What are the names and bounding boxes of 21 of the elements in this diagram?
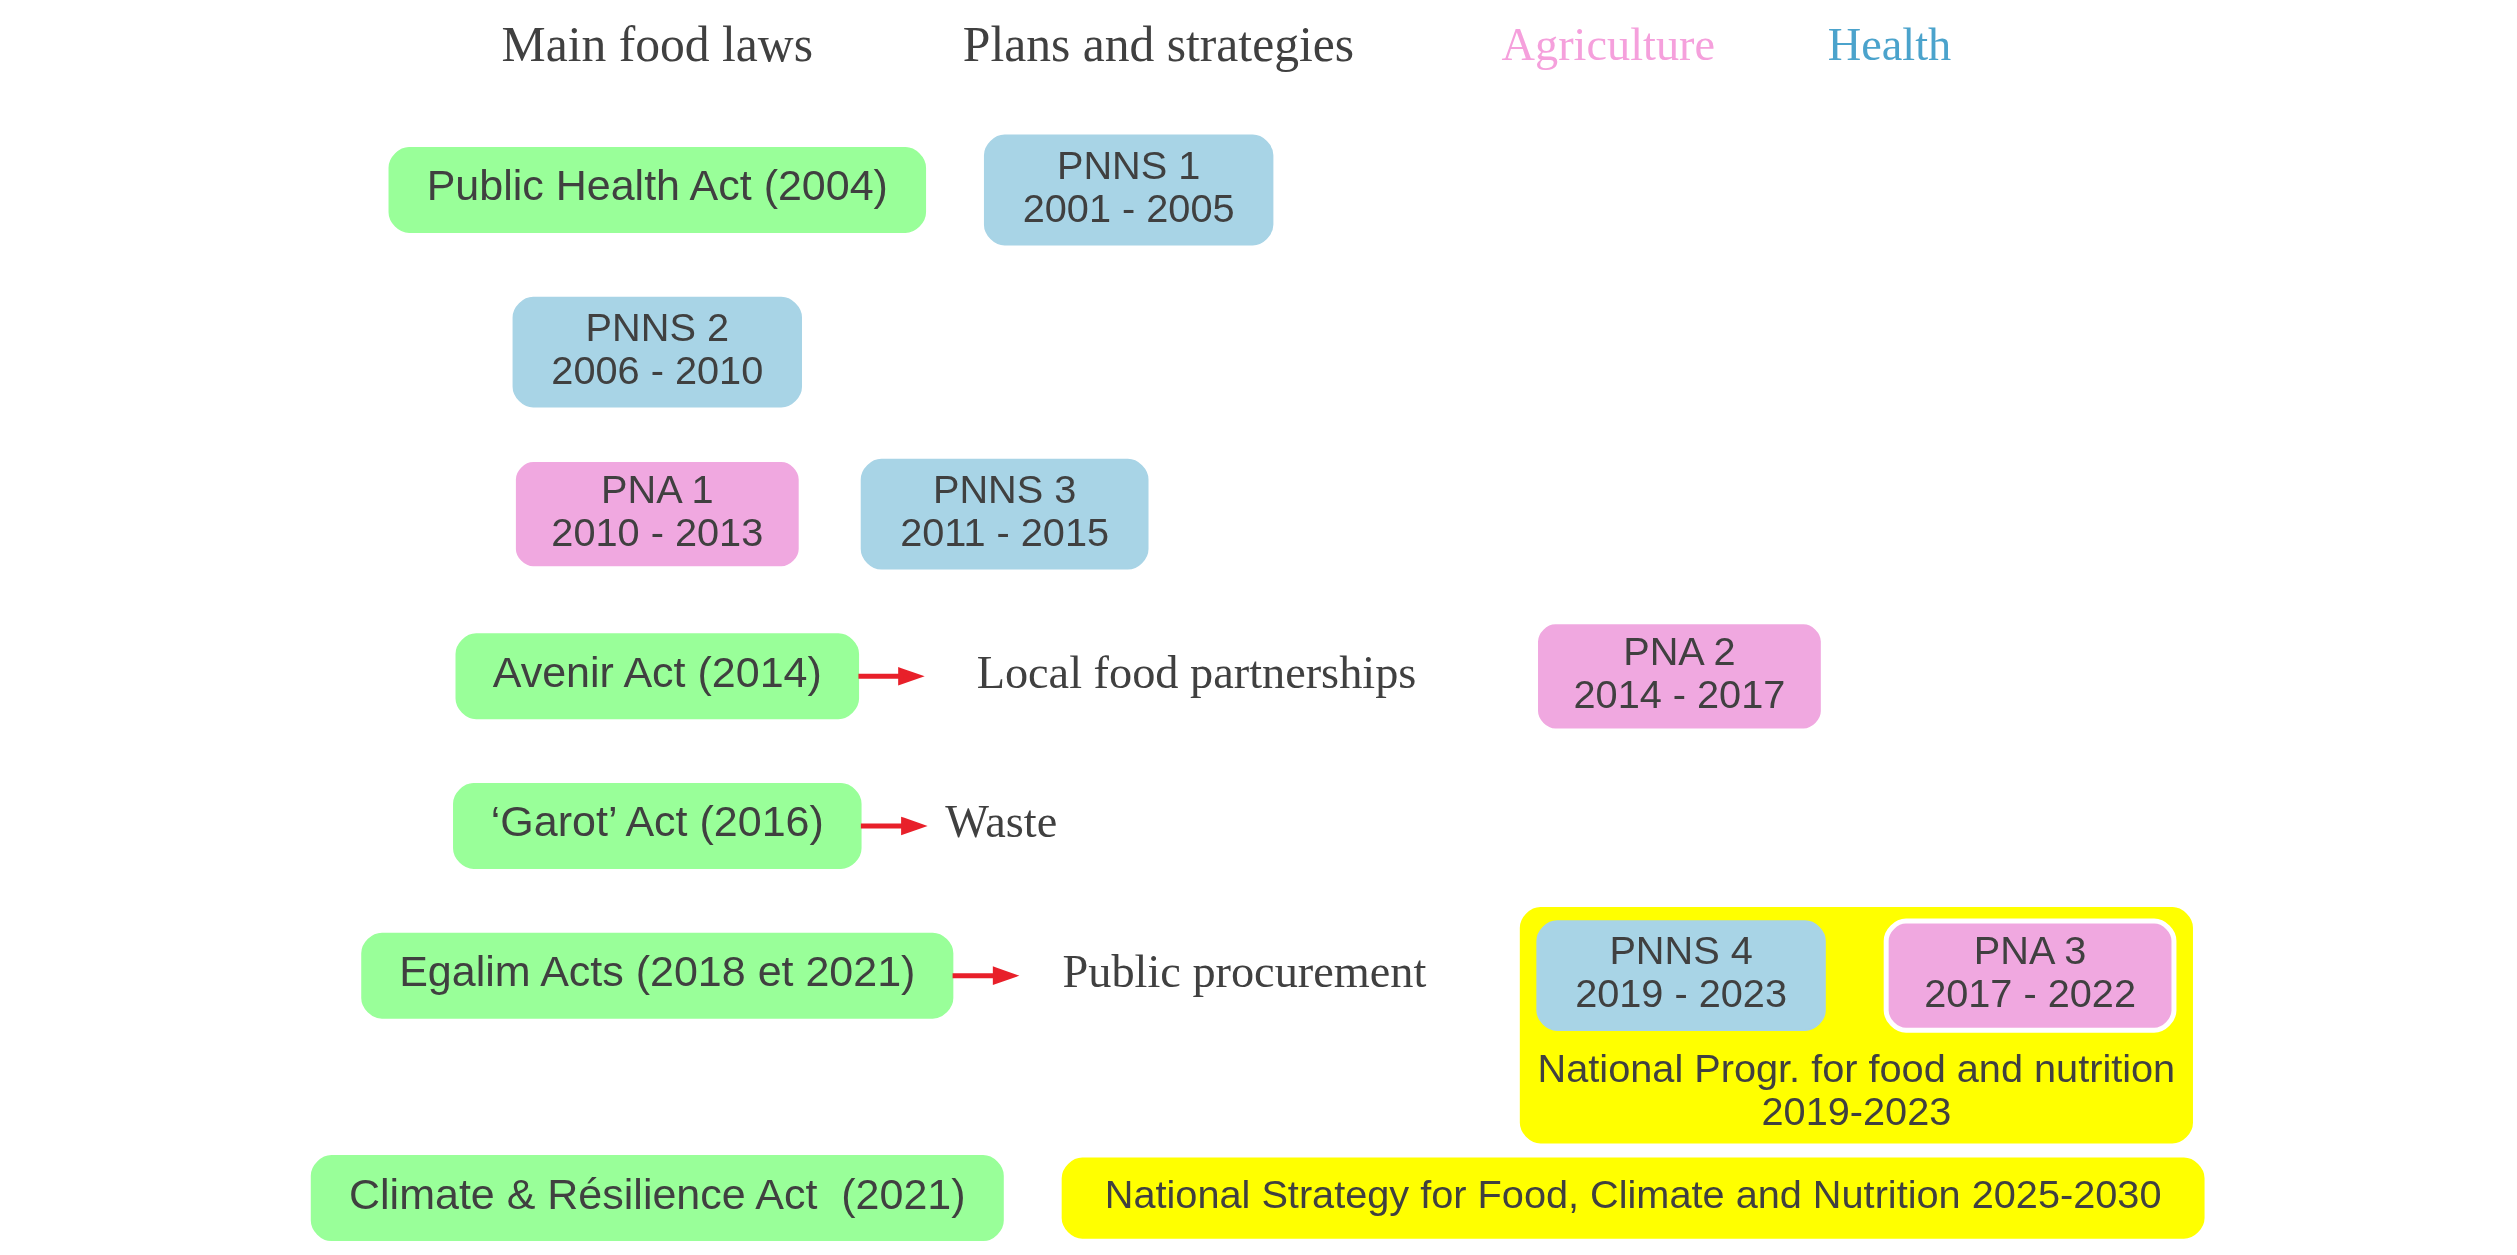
arrow (858, 667, 925, 686)
label: Main food laws (501, 17, 813, 73)
arrow (860, 816, 928, 836)
node-box: PNA 3 2017 - 2022 (1883, 918, 2177, 1033)
node-box: PNNS 2 2006 - 2010 (512, 296, 802, 408)
label: Health (1827, 19, 1952, 71)
node-box: ‘Garot’ Act (2016) (453, 782, 862, 869)
label: Agriculture (1501, 19, 1716, 71)
node-text: Local food partnerships (976, 646, 1417, 698)
node-box: Climate & Résilience Act (2021) (310, 1155, 1004, 1242)
label: Plans and strategies (962, 17, 1355, 73)
node-text: Public procurement (1062, 946, 1427, 998)
node-box: National Strategy for Food, Climate and Nutrition 2025-2030 (1061, 1157, 2205, 1239)
node-box: Avenir Act (2014) (455, 633, 860, 720)
node-box: PNNS 3 2011 - 2015 (860, 458, 1149, 570)
node-box: Egalim Acts (2018 et 2021) (361, 932, 954, 1019)
node-box: PNNS 4 2019 - 2023 (1536, 920, 1826, 1032)
node-box: Public Health Act (2004) (388, 147, 927, 234)
node-box: PNNS 1 2001 - 2005 (983, 134, 1274, 246)
arrow (952, 966, 1020, 985)
node-text: Waste (945, 796, 1058, 848)
